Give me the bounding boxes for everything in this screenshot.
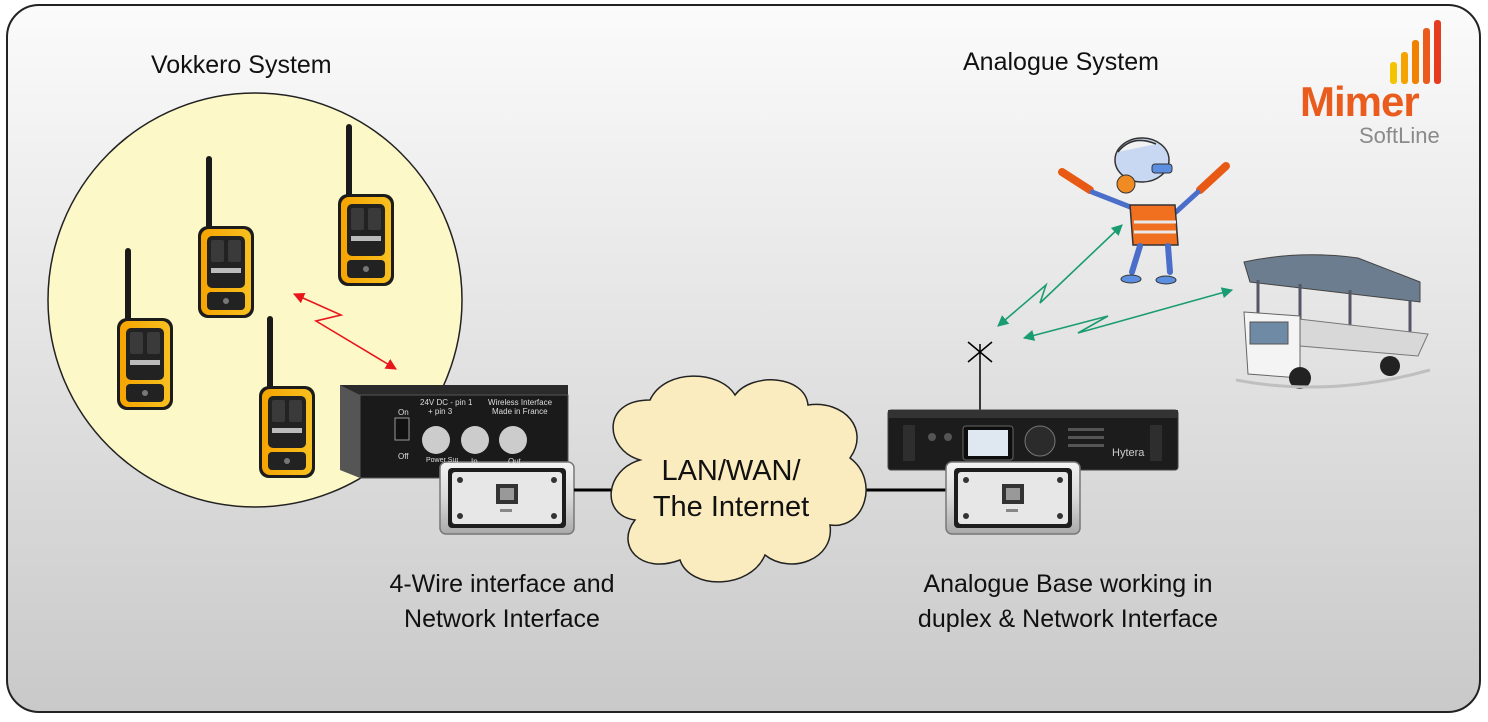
analogue-caption-line2: duplex & Network Interface bbox=[917, 605, 1219, 633]
mimer-logo-bar bbox=[1401, 52, 1408, 84]
network-cloud bbox=[610, 375, 867, 583]
network-label-line1: LAN/WAN/ bbox=[661, 455, 801, 487]
analogue-base-caption: Analogue Base working in duplex & Networ… bbox=[880, 567, 1256, 637]
mimer-logo-subtitle: SoftLine bbox=[1359, 123, 1440, 148]
mimer-logo-bars bbox=[1390, 20, 1441, 84]
mimer-logo-bar bbox=[1412, 40, 1419, 84]
vokkero-unit-out-label: Out bbox=[508, 457, 521, 466]
vokkero-caption-line2: Network Interface bbox=[404, 605, 600, 633]
vokkero-system-title: Vokkero System bbox=[151, 51, 332, 79]
vokkero-wireless-link bbox=[292, 292, 397, 370]
mimer-logo-word: Mimer bbox=[1300, 78, 1420, 125]
analogue-caption-line1: Analogue Base working in bbox=[923, 570, 1213, 598]
hytera-base-station bbox=[887, 409, 1179, 471]
vokkero-unit-made-label: Made in France bbox=[492, 407, 548, 416]
mimer-logo-bar bbox=[1423, 28, 1430, 84]
analogue-network-interface-box bbox=[945, 461, 1081, 535]
vokkero-network-interface-box bbox=[439, 461, 575, 535]
vokkero-unit-wireless-label: Wireless Interface bbox=[488, 398, 553, 407]
analogue-system-title: Analogue System bbox=[963, 48, 1159, 76]
ground-worker-illustration bbox=[1058, 137, 1230, 285]
hytera-brand-label: Hytera bbox=[1112, 447, 1145, 459]
mimer-logo-bar bbox=[1390, 62, 1397, 84]
mimer-logo-bar bbox=[1434, 20, 1441, 84]
vokkero-unit-in-label: In bbox=[471, 457, 478, 466]
vokkero-caption-line1: 4-Wire interface and bbox=[389, 570, 615, 598]
airport-vehicle-illustration bbox=[1235, 254, 1431, 389]
analogue-wireless-link-vehicle bbox=[1022, 287, 1234, 341]
network-cloud-label: LAN/WAN/ The Internet bbox=[631, 453, 831, 525]
vokkero-unit-power-label: 24V DC - pin 1 bbox=[420, 398, 473, 407]
vokkero-interface-caption: 4-Wire interface and Network Interface bbox=[352, 567, 652, 637]
network-label-line2: The Internet bbox=[652, 491, 810, 523]
base-antenna bbox=[967, 341, 993, 412]
vokkero-unit-off-label: Off bbox=[398, 452, 409, 461]
vokkero-unit-pin3-label: + pin 3 bbox=[428, 407, 453, 416]
vokkero-unit-supply-label: Power Supply bbox=[426, 457, 458, 464]
vokkero-unit-on-label: On bbox=[398, 408, 409, 417]
